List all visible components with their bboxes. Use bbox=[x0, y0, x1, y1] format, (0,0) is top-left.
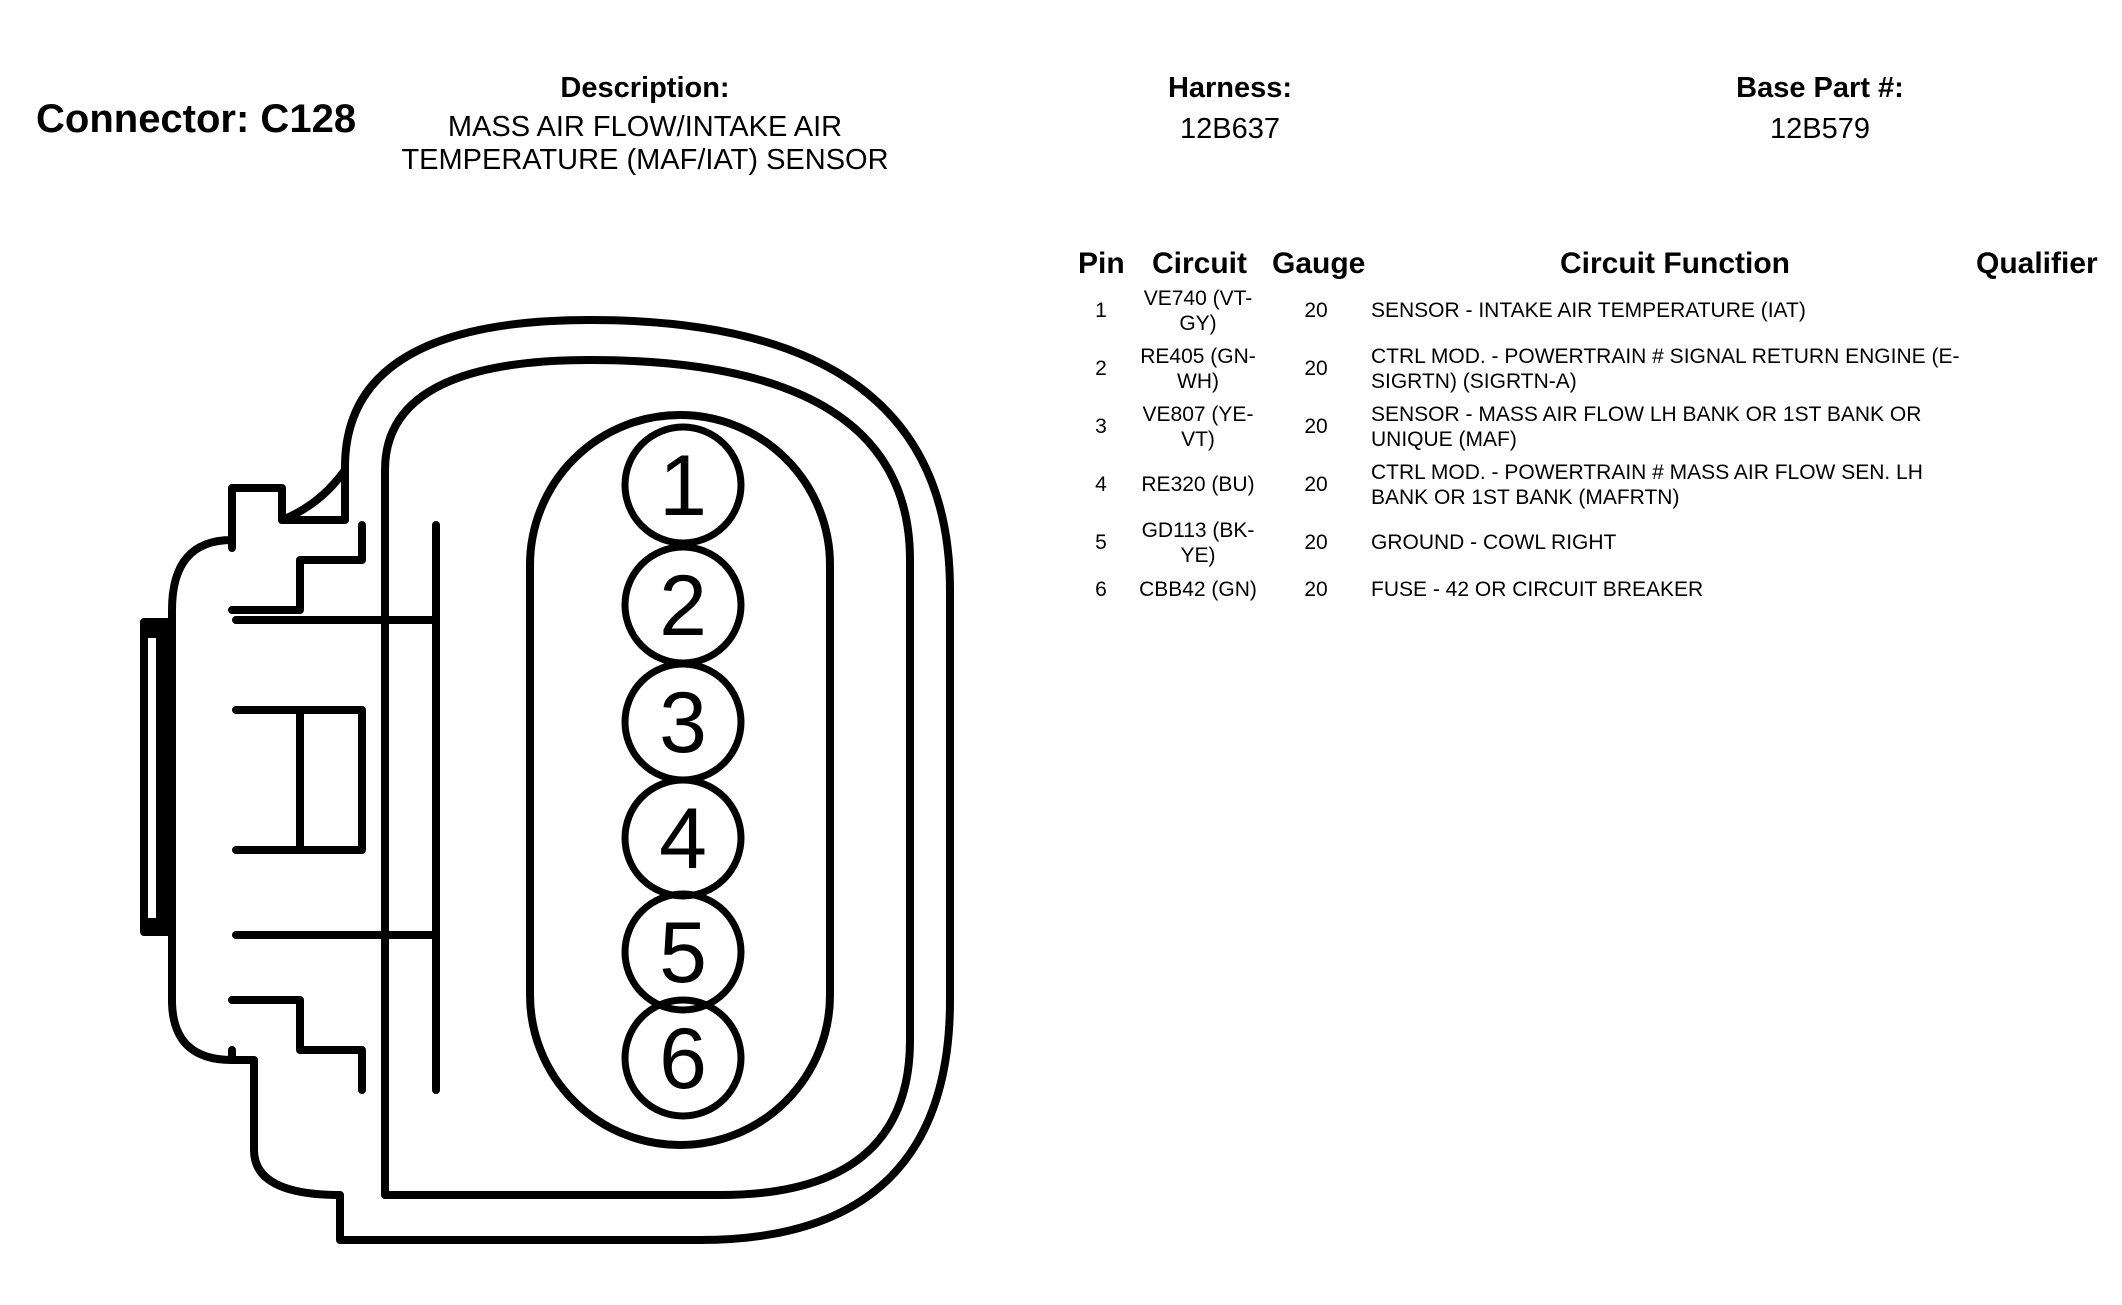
pin-cell: 6 bbox=[1095, 578, 1107, 601]
circuit-cell: RE320 (BU) bbox=[1141, 473, 1255, 496]
pin-5-label: 5 bbox=[659, 905, 707, 1001]
circuit-cell: VE740 (VT-GY) bbox=[1143, 287, 1253, 335]
description-label: Description: bbox=[560, 72, 730, 104]
left-seal-strip-inner bbox=[148, 638, 156, 918]
circuit-cell: GD113 (BK-YE) bbox=[1141, 519, 1255, 567]
housing-outer-outline bbox=[168, 316, 954, 1244]
circuit-function-cell: SENSOR - MASS AIR FLOW LH BANK OR 1ST BA… bbox=[1371, 403, 1922, 451]
pin-cell: 3 bbox=[1095, 415, 1107, 438]
circuit-function-cell: FUSE - 42 OR CIRCUIT BREAKER bbox=[1371, 578, 1704, 601]
circuit-function-cell: CTRL MOD. - POWERTRAIN # MASS AIR FLOW S… bbox=[1371, 461, 1923, 509]
column-header-gauge: Gauge bbox=[1272, 247, 1366, 280]
left-rail-upper bbox=[228, 521, 366, 614]
connector-title: Connector: C128 bbox=[36, 97, 357, 141]
pin-cell: 4 bbox=[1095, 473, 1107, 496]
pin-6-circle bbox=[621, 996, 745, 1120]
gauge-cell: 20 bbox=[1304, 357, 1328, 380]
column-header-circuit: Circuit bbox=[1152, 247, 1248, 280]
pin-cell: 1 bbox=[1095, 299, 1107, 322]
pin-6-label: 6 bbox=[659, 1011, 707, 1107]
pin-4-label: 4 bbox=[659, 791, 707, 887]
harness-value: 12B637 bbox=[1180, 113, 1280, 145]
circuit-function-cell: GROUND - COWL RIGHT bbox=[1371, 531, 1617, 554]
column-header-qualifier: Qualifier bbox=[1976, 247, 2098, 280]
gauge-cell: 20 bbox=[1304, 578, 1328, 601]
pin-1-circle bbox=[621, 423, 745, 547]
pin-3-label: 3 bbox=[659, 675, 707, 771]
pin-cell: 5 bbox=[1095, 531, 1107, 554]
pin-cavity-outline bbox=[526, 411, 834, 1149]
circuit-cell: CBB42 (GN) bbox=[1139, 578, 1257, 601]
gauge-cell: 20 bbox=[1304, 531, 1328, 554]
description-value: MASS AIR FLOW/INTAKE AIR TEMPERATURE (MA… bbox=[401, 111, 889, 176]
housing-inner-outline bbox=[381, 356, 914, 1199]
circuit-cell: RE405 (GN-WH) bbox=[1140, 345, 1256, 393]
circuit-function-cell: CTRL MOD. - POWERTRAIN # SIGNAL RETURN E… bbox=[1371, 345, 1960, 393]
base-part-label: Base Part #: bbox=[1736, 72, 1904, 104]
latch-notch bbox=[278, 466, 349, 524]
column-header-circuit-function: Circuit Function bbox=[1560, 247, 1790, 280]
column-header-pin: Pin bbox=[1078, 247, 1125, 280]
pin-cell: 2 bbox=[1095, 357, 1107, 380]
pin-1-label: 1 bbox=[659, 438, 707, 534]
base-part-value: 12B579 bbox=[1770, 113, 1870, 145]
left-rail-lower bbox=[228, 996, 366, 1094]
center-lock bbox=[232, 616, 440, 939]
gauge-cell: 20 bbox=[1304, 299, 1328, 322]
gauge-cell: 20 bbox=[1304, 473, 1328, 496]
gauge-cell: 20 bbox=[1304, 415, 1328, 438]
circuit-cell: VE807 (YE-VT) bbox=[1142, 403, 1254, 451]
circuit-function-cell: SENSOR - INTAKE AIR TEMPERATURE (IAT) bbox=[1371, 299, 1806, 322]
pin-5-circle bbox=[621, 890, 745, 1014]
pin-2-label: 2 bbox=[659, 558, 707, 654]
harness-label: Harness: bbox=[1167, 72, 1293, 104]
